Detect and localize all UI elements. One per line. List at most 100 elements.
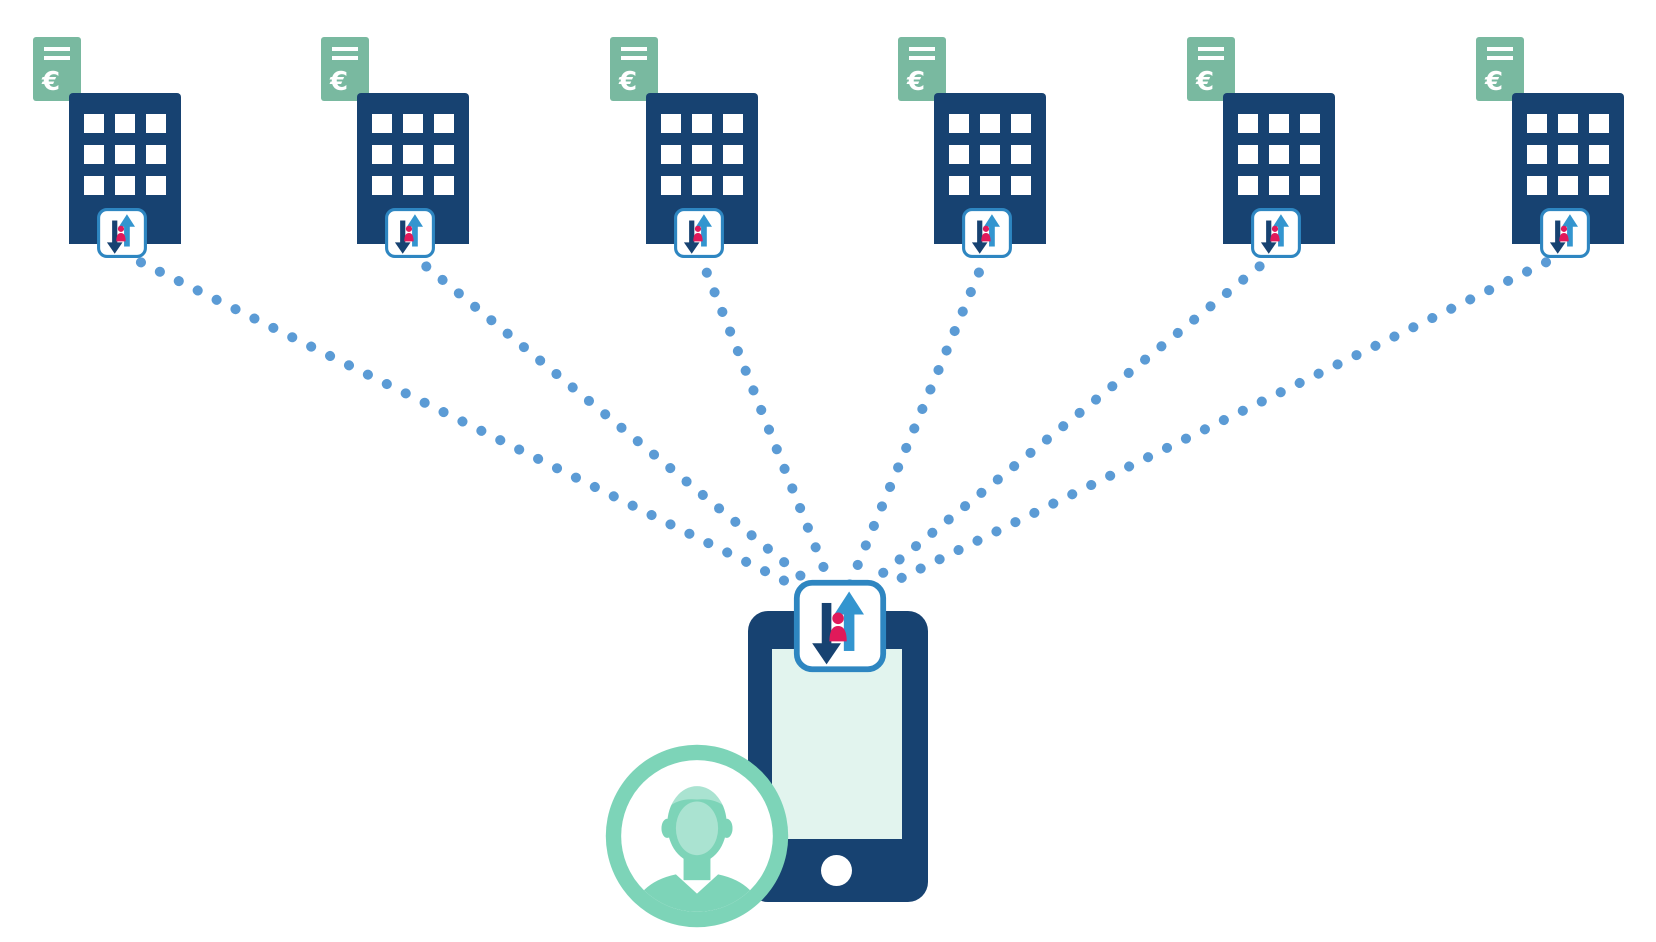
building-window	[434, 145, 454, 164]
building-window	[949, 145, 969, 164]
building-window	[1238, 145, 1258, 164]
building-window	[1011, 145, 1031, 164]
building-node-6: €	[1476, 37, 1636, 265]
invoice-line	[909, 47, 935, 51]
building-windows	[661, 114, 745, 196]
connection-line-4	[844, 248, 992, 591]
building-node-2: €	[321, 37, 481, 265]
office-building-icon	[69, 93, 181, 244]
building-window	[1558, 114, 1578, 133]
building-windows	[949, 114, 1033, 196]
building-window	[1589, 176, 1609, 195]
connection-line-3	[694, 248, 836, 591]
building-window	[723, 176, 743, 195]
invoice-line	[332, 47, 358, 51]
building-window	[434, 114, 454, 133]
building-window	[1589, 145, 1609, 164]
building-window	[115, 145, 135, 164]
building-window	[372, 176, 392, 195]
invoice-line	[909, 56, 935, 60]
connection-line-5	[862, 248, 1281, 591]
building-window	[84, 145, 104, 164]
building-windows	[372, 114, 456, 196]
data-exchange-badge-icon	[674, 208, 724, 258]
building-window	[692, 114, 712, 133]
euro-invoice-icon: €	[1187, 37, 1235, 101]
building-window	[1011, 114, 1031, 133]
building-window	[661, 145, 681, 164]
building-window	[692, 176, 712, 195]
building-window	[949, 176, 969, 195]
data-exchange-badge-icon	[1251, 208, 1301, 258]
phone-screen	[772, 649, 902, 839]
building-window	[146, 176, 166, 195]
building-window	[723, 114, 743, 133]
invoice-line	[1487, 56, 1513, 60]
building-window	[1238, 114, 1258, 133]
data-exchange-badge-icon	[962, 208, 1012, 258]
building-window	[1269, 114, 1289, 133]
invoice-line	[1198, 56, 1224, 60]
invoice-line	[621, 56, 647, 60]
euro-invoice-icon: €	[898, 37, 946, 101]
euro-symbol: €	[42, 67, 61, 97]
building-window	[1300, 145, 1320, 164]
building-window	[403, 176, 423, 195]
building-window	[692, 145, 712, 164]
building-window	[372, 114, 392, 133]
building-node-3: €	[610, 37, 770, 265]
invoice-line	[44, 47, 70, 51]
building-window	[661, 114, 681, 133]
building-windows	[1238, 114, 1322, 196]
invoice-line	[621, 47, 647, 51]
building-window	[723, 145, 743, 164]
building-window	[1011, 176, 1031, 195]
building-window	[372, 145, 392, 164]
building-window	[980, 176, 1000, 195]
building-window	[1269, 176, 1289, 195]
building-windows	[84, 114, 168, 196]
building-window	[115, 114, 135, 133]
building-window	[1527, 114, 1547, 133]
euro-symbol: €	[1485, 67, 1504, 97]
building-node-1: €	[33, 37, 193, 265]
euro-symbol: €	[907, 67, 926, 97]
building-window	[1558, 145, 1578, 164]
euro-invoice-icon: €	[321, 37, 369, 101]
building-window	[661, 176, 681, 195]
invoice-line	[332, 56, 358, 60]
data-exchange-badge-icon	[385, 208, 435, 258]
connection-line-1	[117, 248, 800, 591]
euro-symbol: €	[330, 67, 349, 97]
phone-home-button	[821, 855, 852, 886]
building-window	[434, 176, 454, 195]
building-window	[1558, 176, 1578, 195]
invoice-line	[1487, 47, 1513, 51]
building-windows	[1527, 114, 1611, 196]
connection-line-6	[880, 248, 1570, 591]
building-window	[403, 145, 423, 164]
building-window	[146, 145, 166, 164]
euro-invoice-icon: €	[1476, 37, 1524, 101]
data-exchange-badge-icon	[793, 579, 887, 673]
building-window	[146, 114, 166, 133]
building-window	[84, 114, 104, 133]
euro-invoice-icon: €	[610, 37, 658, 101]
building-node-5: €	[1187, 37, 1347, 265]
euro-invoice-icon: €	[33, 37, 81, 101]
euro-symbol: €	[619, 67, 638, 97]
connection-line-2	[405, 248, 818, 591]
invoice-line	[44, 56, 70, 60]
data-exchange-badge-icon	[1540, 208, 1590, 258]
building-window	[84, 176, 104, 195]
building-window	[980, 145, 1000, 164]
building-window	[1527, 176, 1547, 195]
building-window	[1238, 176, 1258, 195]
building-window	[1300, 114, 1320, 133]
building-window	[1589, 114, 1609, 133]
building-window	[403, 114, 423, 133]
user-avatar-icon	[605, 744, 789, 928]
building-window	[949, 114, 969, 133]
building-node-4: €	[898, 37, 1058, 265]
